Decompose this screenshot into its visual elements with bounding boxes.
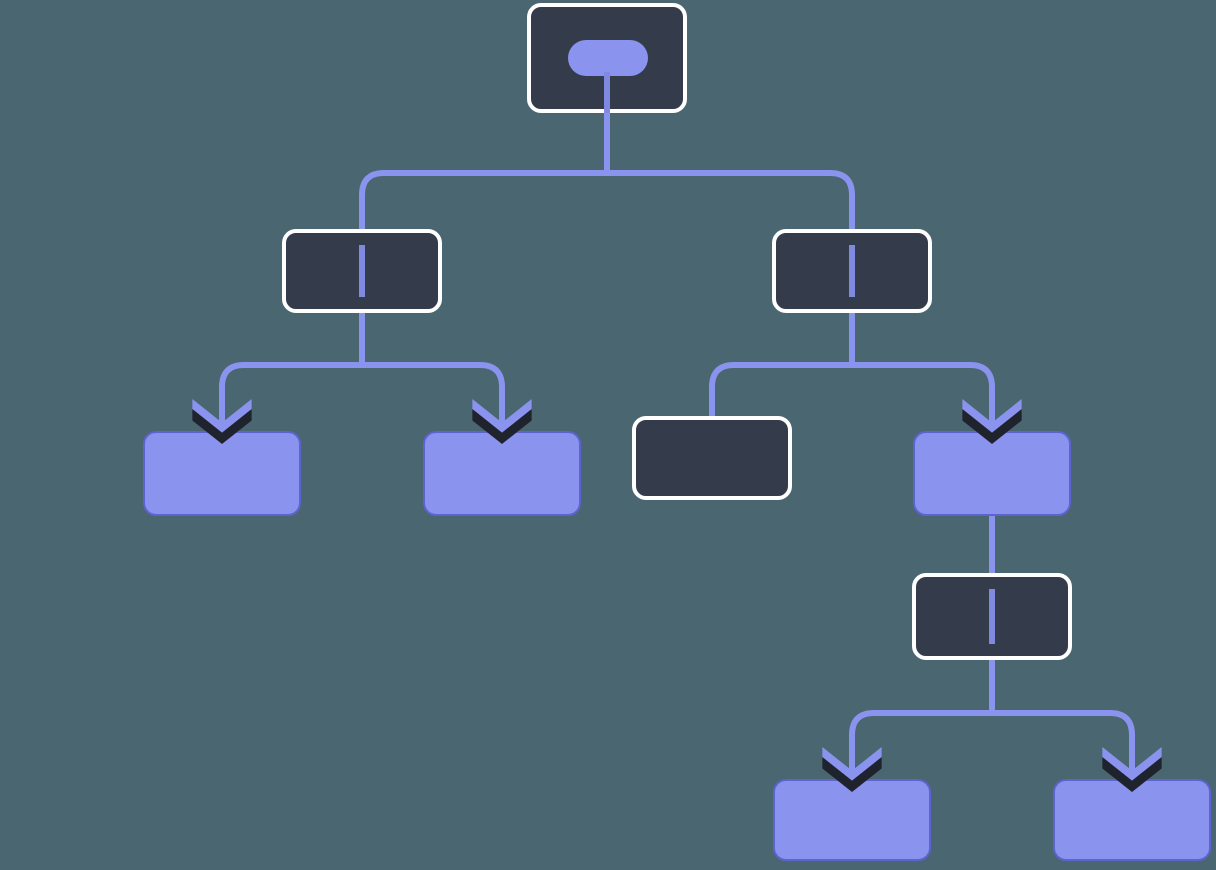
edge-e4 [709, 255, 855, 416]
node-n4[interactable] [423, 431, 581, 516]
node-box-n4[interactable] [423, 431, 581, 516]
arrowhead-chevron [472, 399, 532, 434]
edge-e2 [219, 255, 365, 430]
node-n5[interactable] [632, 416, 792, 500]
arrowhead-chevron [192, 399, 252, 434]
arrowhead-chevron [1102, 747, 1162, 782]
edge-layer [219, 30, 1135, 778]
edge-e8 [989, 600, 1135, 778]
arrowhead-chevron [192, 409, 252, 444]
node-box-n5[interactable] [632, 416, 792, 500]
edge-e3 [359, 255, 505, 430]
node-pill-n0 [568, 40, 648, 76]
edge-e5 [849, 255, 995, 430]
edge-e1 [604, 30, 855, 229]
arrowhead-layer [192, 399, 1162, 792]
arrowhead-chevron [962, 399, 1022, 434]
edge-overlay-layer [359, 72, 995, 644]
arrowhead-chevron [1102, 757, 1162, 792]
edge-e0 [359, 30, 610, 229]
arrowhead-chevron [822, 747, 882, 782]
edge-e7 [849, 600, 995, 778]
arrowhead-chevron [822, 757, 882, 792]
node-box-n6[interactable] [913, 431, 1071, 516]
arrowhead-chevron [472, 409, 532, 444]
arrowhead-chevron [962, 409, 1022, 444]
node-layer [143, 3, 1211, 861]
node-box-n3[interactable] [143, 431, 301, 516]
node-n0[interactable] [527, 3, 687, 113]
node-n6[interactable] [913, 431, 1071, 516]
node-n3[interactable] [143, 431, 301, 516]
